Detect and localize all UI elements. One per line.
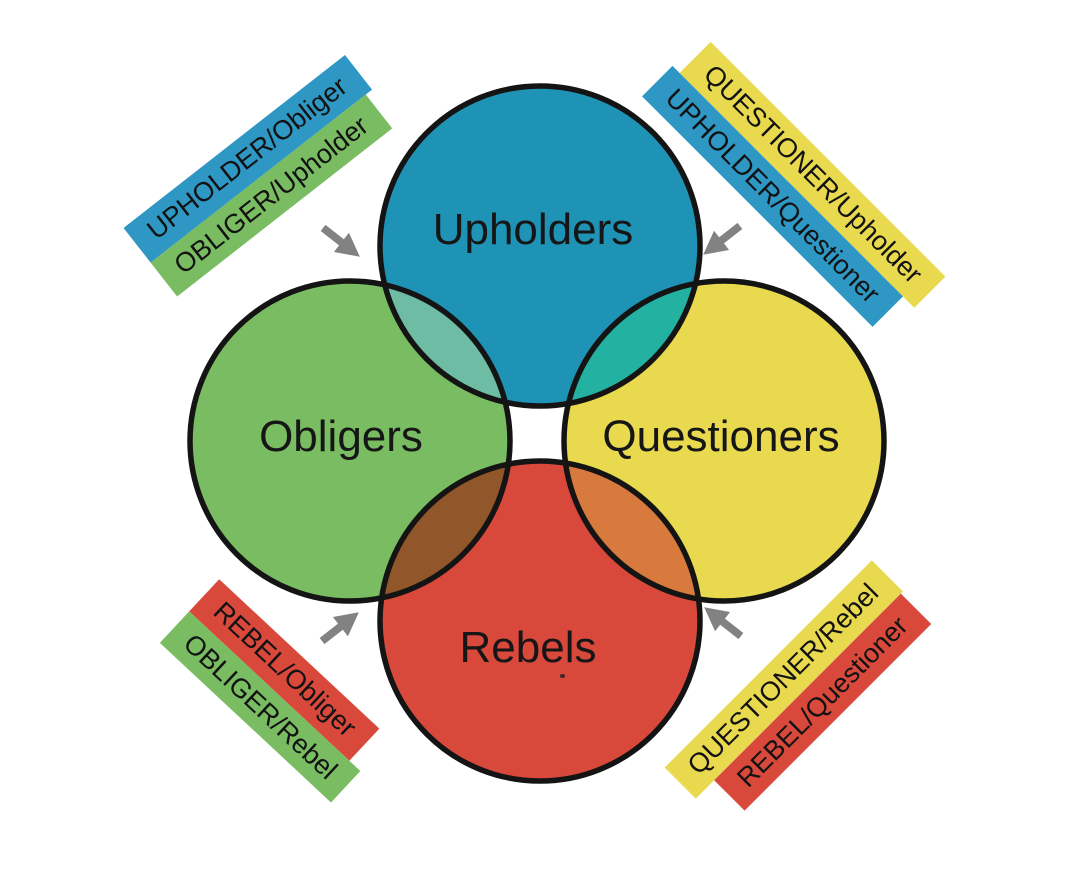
arrow-icon-top-left xyxy=(320,224,360,257)
questioner-rebel-overlap xyxy=(564,461,700,601)
obligers-label: Obligers xyxy=(259,412,423,461)
arrow-icon-top-right xyxy=(703,222,743,255)
questioners-label: Questioners xyxy=(602,412,840,461)
rebels-label: Rebels xyxy=(459,623,597,672)
obliger-rebel-overlap xyxy=(380,461,510,601)
upholders-label: Upholders xyxy=(432,205,634,254)
upholder-questioner-overlap xyxy=(564,281,700,406)
arrow-icon-bottom-right xyxy=(704,607,744,640)
stray-mark xyxy=(560,674,565,678)
obligers-circle-outline xyxy=(187,278,513,604)
arrow-icon-bottom-left xyxy=(319,612,359,645)
upholders-circle-outline xyxy=(377,83,703,409)
questioners-circle-outline xyxy=(561,278,887,604)
rebels-circle-outline xyxy=(377,458,703,784)
